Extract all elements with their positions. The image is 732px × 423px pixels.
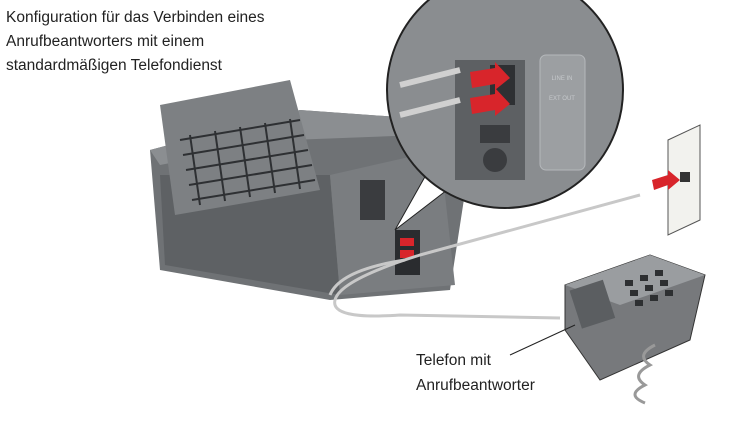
wall-jack: [652, 124, 701, 236]
arrow-wall-icon: [652, 170, 680, 190]
port-magnifier: LINE IN EXT OUT: [386, 0, 624, 231]
arrow-line-in-icon: [470, 62, 510, 90]
title-line: standardmäßigen Telefondienst: [6, 57, 222, 74]
diagram-title: Konfiguration für das Verbinden eines An…: [6, 6, 265, 78]
telephone: [564, 254, 706, 405]
title-line: Konfiguration für das Verbinden eines: [6, 9, 265, 26]
arrow-ext-out-icon: [470, 88, 510, 116]
callout-line: Anrufbeantworter: [416, 377, 535, 394]
port-label-ext-out: EXT OUT: [549, 96, 575, 102]
phone-cords: [328, 193, 641, 320]
port-label-line-in: LINE IN: [551, 76, 572, 82]
title-line: Anrufbeantworters mit einem: [6, 33, 205, 50]
callout-line: Telefon mit: [416, 352, 491, 369]
phone-callout-label: Telefon mit Anrufbeantworter: [416, 348, 535, 398]
